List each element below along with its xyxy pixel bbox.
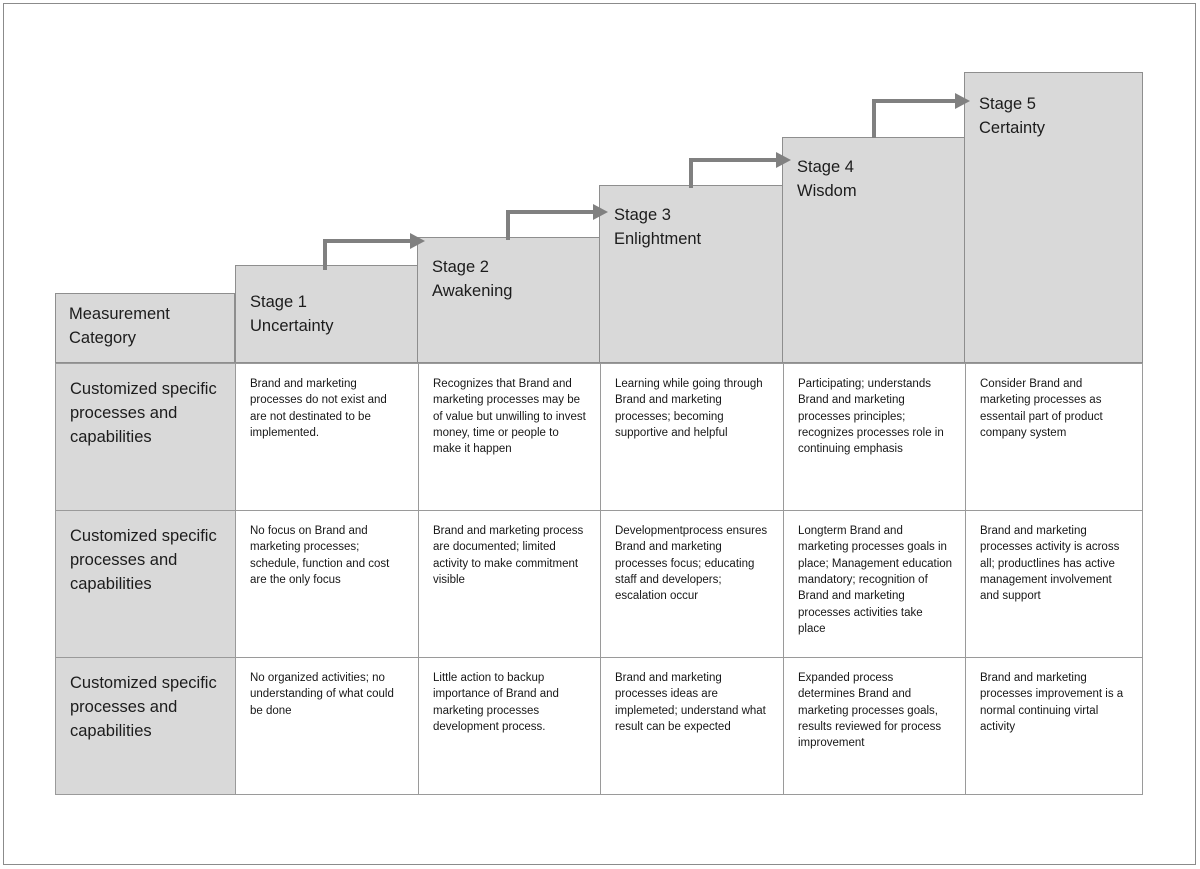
maturity-matrix: Customized specific processes and capabi…	[55, 363, 1143, 795]
cell-r2-stage4: Expanded process determines Brand and ma…	[783, 657, 965, 795]
stage-label-5: Stage 5 Certainty	[979, 95, 1046, 137]
row-category-2: Customized specific processes and capabi…	[55, 657, 235, 795]
cell-r2-stage2: Little action to backup importance of Br…	[418, 657, 600, 795]
cell-r1-stage3: Developmentprocess ensures Brand and mar…	[600, 510, 783, 658]
cell-r0-stage1: Brand and marketing processes do not exi…	[235, 363, 418, 511]
cell-r2-stage3: Brand and marketing processes ideas are …	[600, 657, 783, 795]
stage-block-5[interactable]: Stage 5 Certainty	[964, 72, 1143, 363]
cell-r2-stage1: No organized activities; no understandin…	[235, 657, 418, 795]
cell-r0-stage2: Recognizes that Brand and marketing proc…	[418, 363, 600, 511]
stage-block-2[interactable]: Stage 2 Awakening	[417, 237, 600, 363]
cell-r1-stage4: Longterm Brand and marketing processes g…	[783, 510, 965, 658]
cell-r1-stage5: Brand and marketing processes activity i…	[965, 510, 1143, 658]
stage-label-1: Stage 1 Uncertainty	[250, 293, 334, 335]
stage-label-4: Stage 4 Wisdom	[797, 158, 857, 200]
header-measurement-category: Measurement Category	[55, 293, 235, 363]
row-category-1: Customized specific processes and capabi…	[55, 510, 235, 658]
cell-r1-stage1: No focus on Brand and marketing processe…	[235, 510, 418, 658]
stage-label-3: Stage 3 Enlightment	[614, 206, 702, 248]
header-measurement-category-label: Measurement Category	[69, 305, 170, 347]
stage-block-3[interactable]: Stage 3 Enlightment	[599, 185, 783, 363]
cell-r2-stage5: Brand and marketing processes improvemen…	[965, 657, 1143, 795]
cell-r0-stage4: Participating; understands Brand and mar…	[783, 363, 965, 511]
arrow-stage-4-to-5	[872, 93, 970, 138]
cell-r1-stage2: Brand and marketing process are document…	[418, 510, 600, 658]
cell-r0-stage3: Learning while going through Brand and m…	[600, 363, 783, 511]
stage-label-2: Stage 2 Awakening	[432, 258, 513, 300]
cell-r0-stage5: Consider Brand and marketing processes a…	[965, 363, 1143, 511]
table-row: Customized specific processes and capabi…	[55, 510, 1143, 658]
table-row: Customized specific processes and capabi…	[55, 657, 1143, 795]
stage-block-1[interactable]: Stage 1 Uncertainty	[235, 265, 418, 363]
row-category-0: Customized specific processes and capabi…	[55, 363, 235, 511]
table-row: Customized specific processes and capabi…	[55, 363, 1143, 511]
stage-block-4[interactable]: Stage 4 Wisdom	[782, 137, 965, 363]
